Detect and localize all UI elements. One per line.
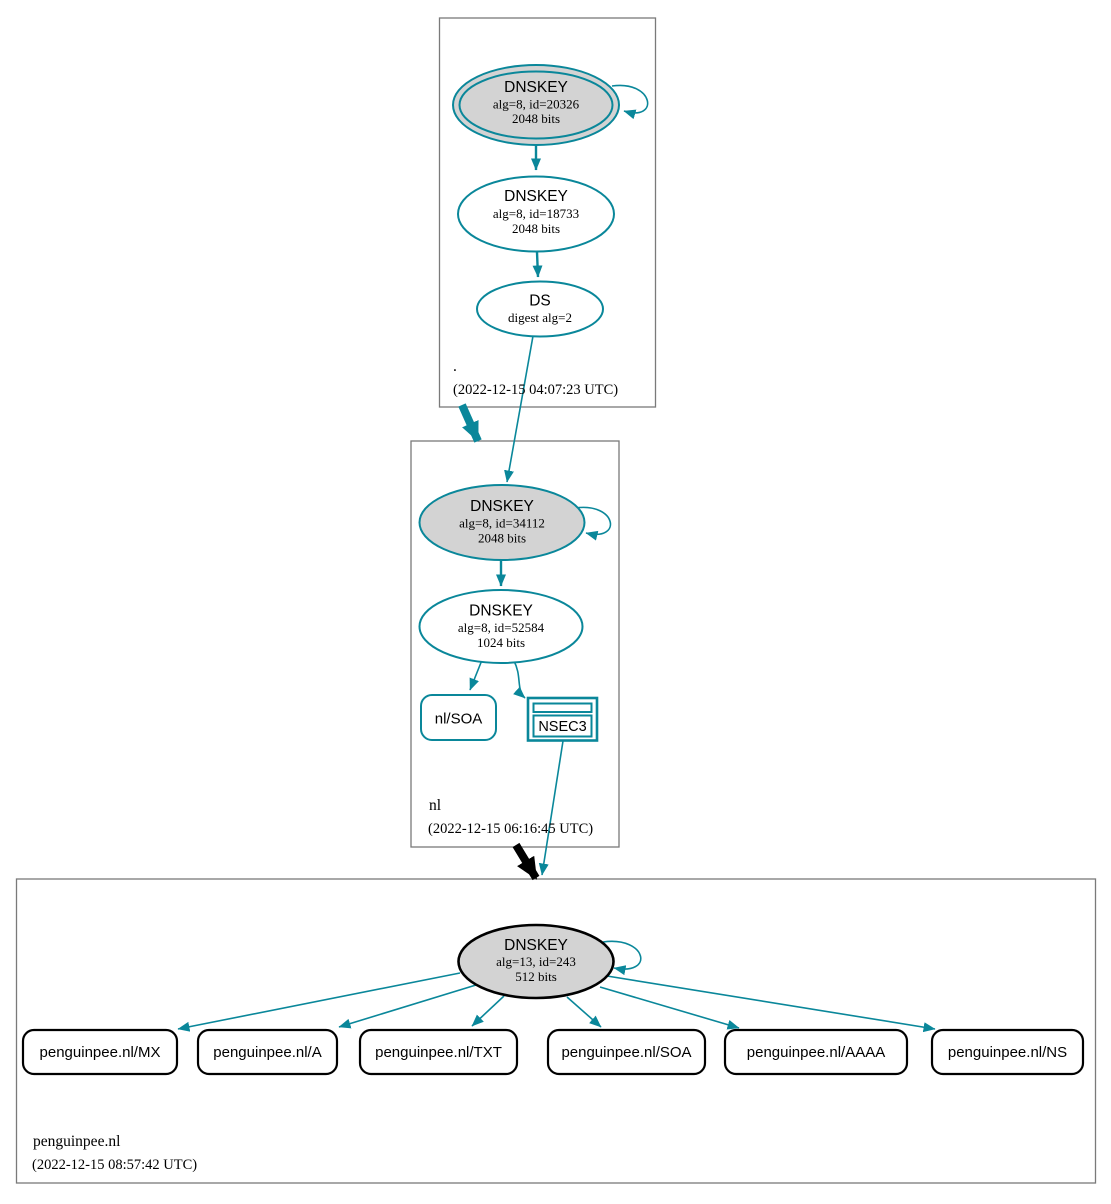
nl-ksk-detail: alg=8, id=34112 [459, 516, 545, 531]
edge-pp-dnskey-self-sign [602, 940, 642, 976]
nl-zsk-bits: 1024 bits [477, 635, 525, 650]
rrset-node-mx[interactable]: penguinpee.nl/MX [21, 1028, 179, 1076]
zone-timestamp-nl: (2022-12-15 06:16:45 UTC) [428, 821, 593, 837]
root-zsk-bits: 2048 bits [512, 221, 560, 236]
edge-root-to-nl-delegation [458, 403, 482, 443]
root-ksk-bits: 2048 bits [512, 111, 560, 126]
pp-dnskey-bits: 512 bits [515, 969, 557, 984]
edge-pp-dnskey-to-soa [566, 996, 602, 1028]
root-ds-detail: digest alg=2 [508, 310, 572, 325]
nl-soa-rrset-node[interactable]: nl/SOA [420, 694, 497, 741]
nl-ksk-dnskey-node[interactable]: DNSKEY alg=8, id=34112 2048 bits [418, 484, 586, 561]
zone-timestamp-root: (2022-12-15 04:07:23 UTC) [453, 382, 618, 398]
root-zsk-title: DNSKEY [504, 188, 568, 205]
rrset-label-a: penguinpee.nl/A [213, 1044, 321, 1061]
zone-label-nl: nl [429, 797, 441, 814]
nl-ksk-title: DNSKEY [470, 498, 534, 515]
root-ksk-detail: alg=8, id=20326 [493, 97, 580, 112]
edge-root-ksk-self-sign [611, 84, 649, 120]
zone-penguinpee: DNSKEY alg=13, id=243 512 bits penguinpe… [21, 923, 1085, 1173]
rrset-label-aaaa: penguinpee.nl/AAAA [747, 1044, 885, 1061]
root-zsk-dnskey-node[interactable]: DNSKEY alg=8, id=18733 2048 bits [457, 175, 615, 253]
nl-nsec3-node[interactable]: NSEC3 [526, 696, 599, 742]
nl-zsk-dnskey-node[interactable]: DNSKEY alg=8, id=52584 1024 bits [418, 589, 584, 664]
pp-dnskey-detail: alg=13, id=243 [496, 954, 576, 969]
zone-root: DNSKEY alg=8, id=20326 2048 bits DNSKEY … [452, 64, 649, 398]
rrset-label-soa: penguinpee.nl/SOA [561, 1044, 691, 1061]
zone-nl: DNSKEY alg=8, id=34112 2048 bits DNSKEY … [418, 484, 612, 837]
nl-soa-label: nl/SOA [435, 711, 483, 728]
rrset-node-a[interactable]: penguinpee.nl/A [196, 1028, 339, 1076]
root-ds-title: DS [529, 293, 551, 310]
edge-pp-dnskey-to-a [338, 984, 477, 1029]
edge-nl-nsec3-to-penguinpee [538, 740, 564, 876]
edge-pp-dnskey-to-aaaa [599, 986, 740, 1030]
rrset-node-aaaa[interactable]: penguinpee.nl/AAAA [723, 1028, 909, 1076]
root-ksk-title: DNSKEY [504, 79, 568, 96]
rrset-label-ns: penguinpee.nl/NS [948, 1044, 1067, 1061]
pp-dnskey-node[interactable]: DNSKEY alg=13, id=243 512 bits [457, 923, 615, 1000]
nl-zsk-detail: alg=8, id=52584 [458, 620, 545, 635]
root-zsk-detail: alg=8, id=18733 [493, 206, 579, 221]
rrset-label-txt: penguinpee.nl/TXT [375, 1044, 502, 1061]
nl-nsec3-label: NSEC3 [538, 719, 586, 735]
root-ksk-dnskey-node[interactable]: DNSKEY alg=8, id=20326 2048 bits [452, 64, 620, 146]
zone-box-root [438, 17, 657, 408]
rrset-node-txt[interactable]: penguinpee.nl/TXT [358, 1028, 519, 1076]
zone-box-penguinpee [15, 878, 1097, 1184]
zone-label-root: . [453, 358, 457, 375]
edge-pp-dnskey-to-mx [177, 972, 461, 1032]
root-ds-node[interactable]: DS digest alg=2 [476, 280, 604, 338]
nl-zsk-title: DNSKEY [469, 603, 533, 620]
edge-nl-to-penguinpee-delegation [512, 842, 540, 881]
rrset-node-soa[interactable]: penguinpee.nl/SOA [546, 1028, 707, 1076]
edge-pp-dnskey-to-txt [471, 995, 505, 1027]
edge-nl-zsk-to-nsec3 [513, 660, 526, 699]
rrset-node-ns[interactable]: penguinpee.nl/NS [930, 1028, 1085, 1076]
edge-pp-dnskey-to-ns [606, 975, 936, 1033]
edge-nl-zsk-to-soa [469, 659, 483, 691]
nl-ksk-bits: 2048 bits [478, 531, 526, 546]
edge-root-zsk-to-ds [532, 251, 543, 278]
edge-root-ds-to-nl-ksk [504, 335, 534, 483]
edge-nl-ksk-self-sign [574, 506, 612, 541]
zone-timestamp-penguinpee: (2022-12-15 08:57:42 UTC) [32, 1157, 197, 1173]
zone-label-penguinpee: penguinpee.nl [33, 1133, 120, 1150]
rrset-label-mx: penguinpee.nl/MX [40, 1044, 161, 1061]
pp-dnskey-title: DNSKEY [504, 937, 568, 954]
